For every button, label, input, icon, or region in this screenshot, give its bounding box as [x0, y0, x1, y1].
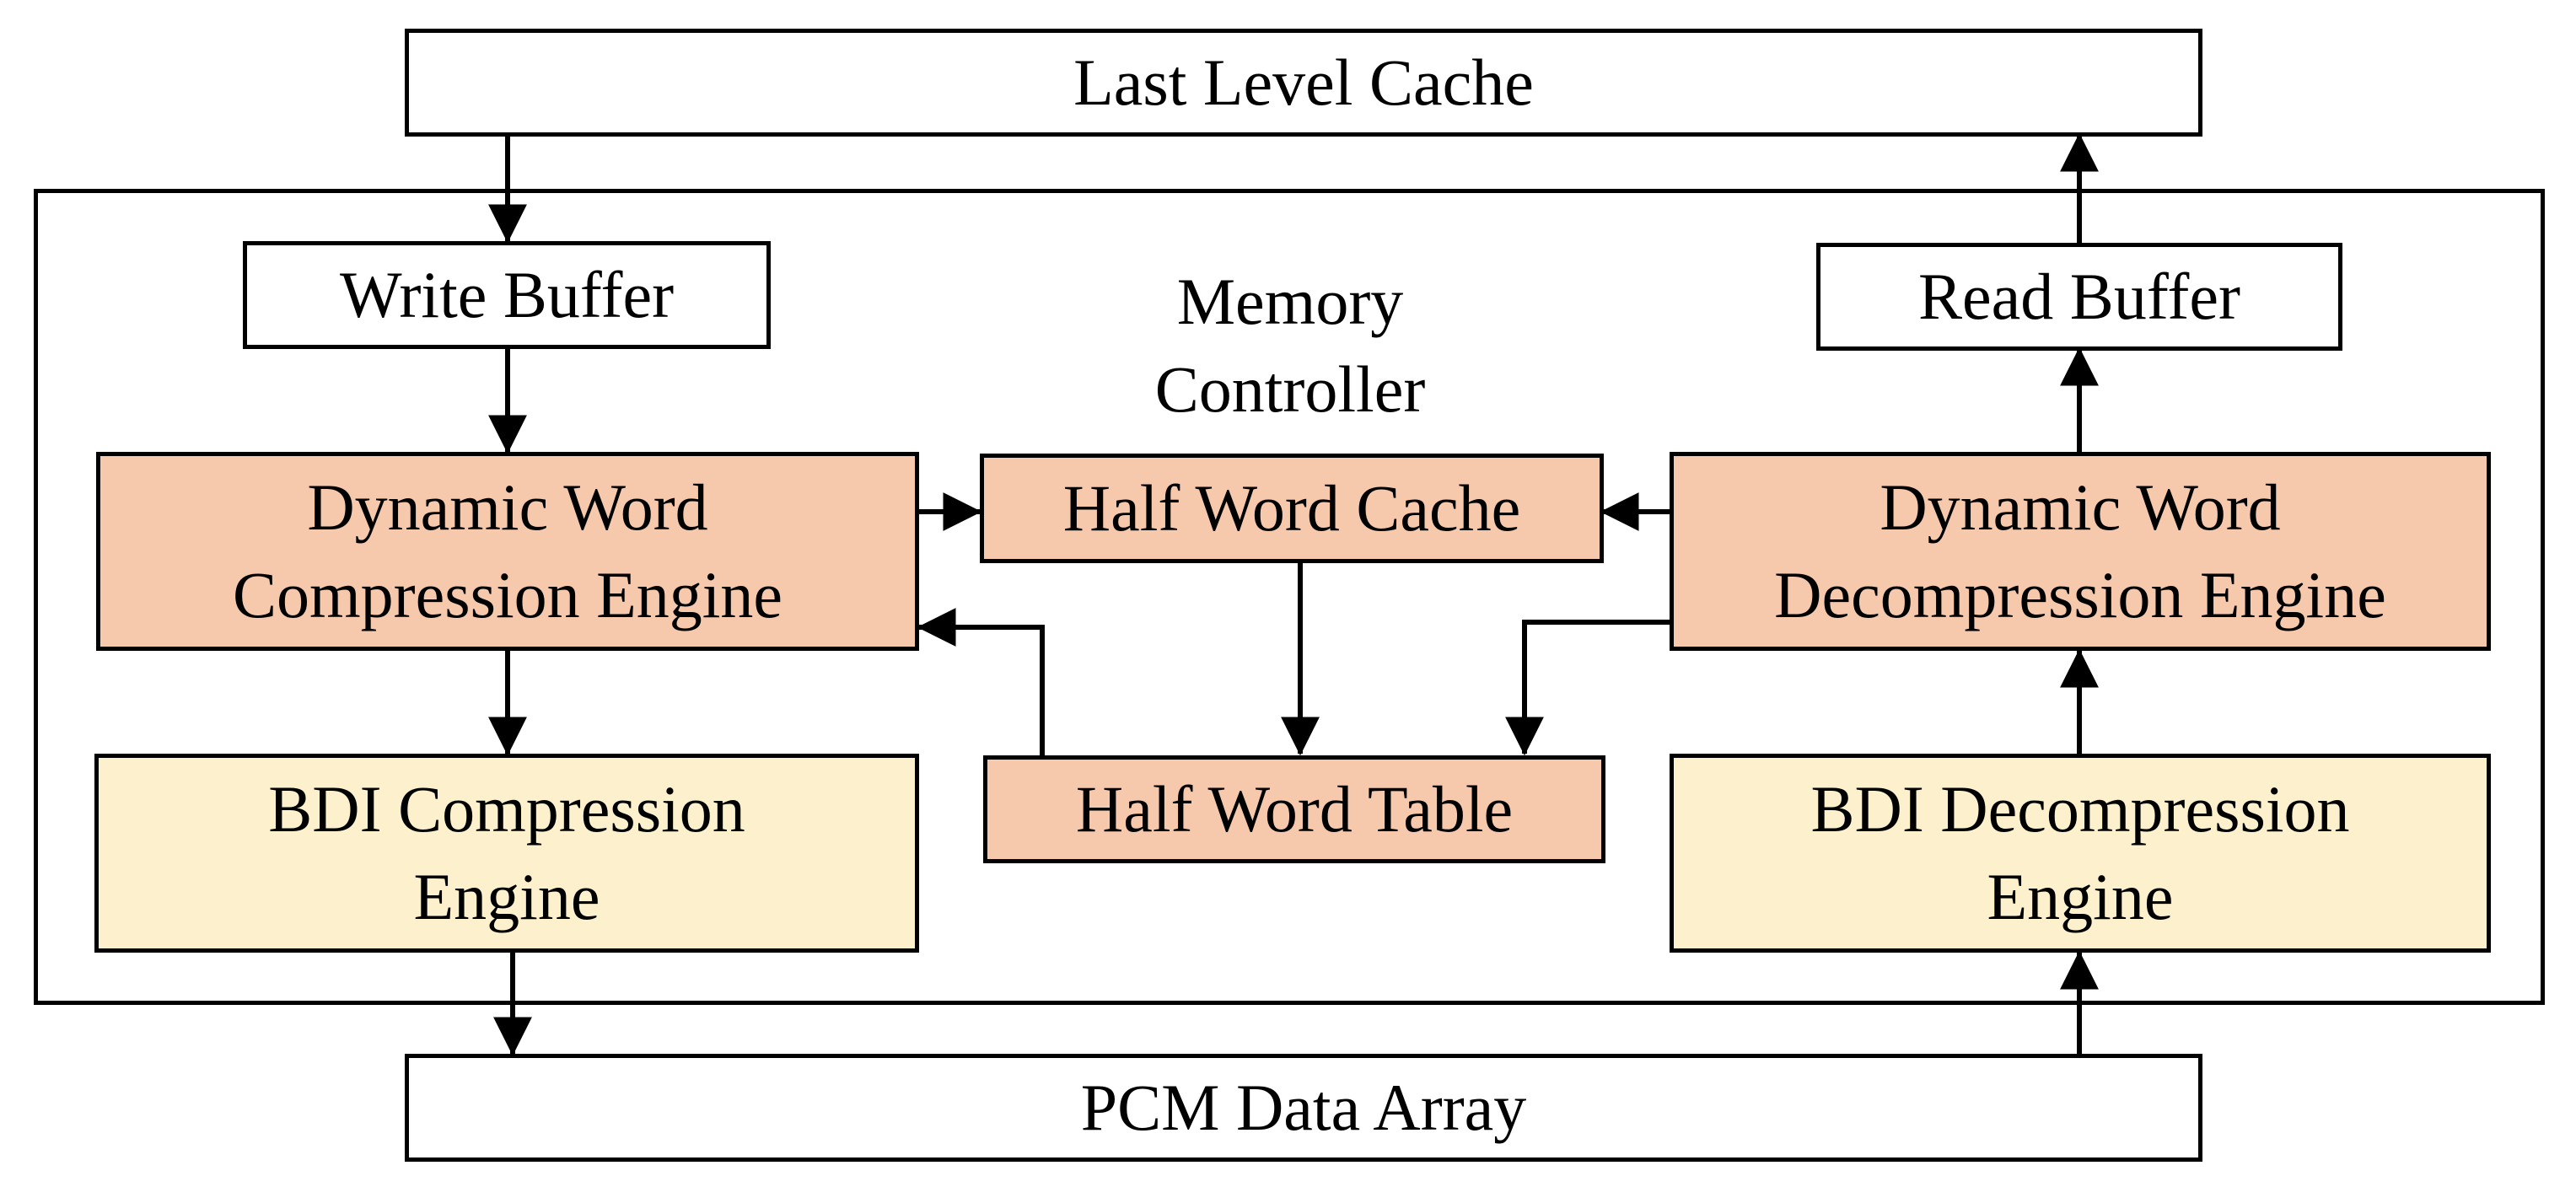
write-buffer-label: Write Buffer [339, 258, 675, 332]
bdi-decompression-engine-label: BDI Decompression Engine [1810, 772, 2350, 933]
bdi-compression-engine-label: BDI Compression Engine [268, 772, 745, 933]
read-buffer-label: Read Buffer [1918, 260, 2240, 334]
dw-decompression-engine-box: Dynamic Word Decompression Engine [1670, 452, 2491, 651]
dw-decompression-engine-label: Dynamic Word Decompression Engine [1774, 470, 2386, 631]
last-level-cache-box: Last Level Cache [405, 29, 2202, 137]
last-level-cache-label: Last Level Cache [1073, 46, 1534, 120]
memory-controller-container [34, 189, 2545, 1005]
half-word-table-box: Half Word Table [983, 755, 1605, 863]
bdi-decompression-engine-box: BDI Decompression Engine [1670, 754, 2491, 953]
bdi-compression-engine-box: BDI Compression Engine [94, 754, 919, 953]
memory-controller-label: Memory Controller [1154, 265, 1426, 426]
pcm-data-array-box: PCM Data Array [405, 1054, 2202, 1162]
half-word-cache-box: Half Word Cache [980, 454, 1604, 563]
read-buffer-box: Read Buffer [1816, 243, 2342, 351]
write-buffer-box: Write Buffer [243, 241, 771, 349]
half-word-cache-label: Half Word Cache [1062, 471, 1521, 545]
pcm-data-array-label: PCM Data Array [1080, 1071, 1527, 1145]
arrow-dw-decompression-to-half-word-table [1505, 620, 1671, 756]
dw-compression-engine-label: Dynamic Word Compression Engine [232, 470, 783, 631]
dw-compression-engine-box: Dynamic Word Compression Engine [96, 452, 919, 651]
arrow-half-word-table-to-dw-compression [917, 608, 1045, 755]
half-word-table-label: Half Word Table [1075, 772, 1514, 846]
